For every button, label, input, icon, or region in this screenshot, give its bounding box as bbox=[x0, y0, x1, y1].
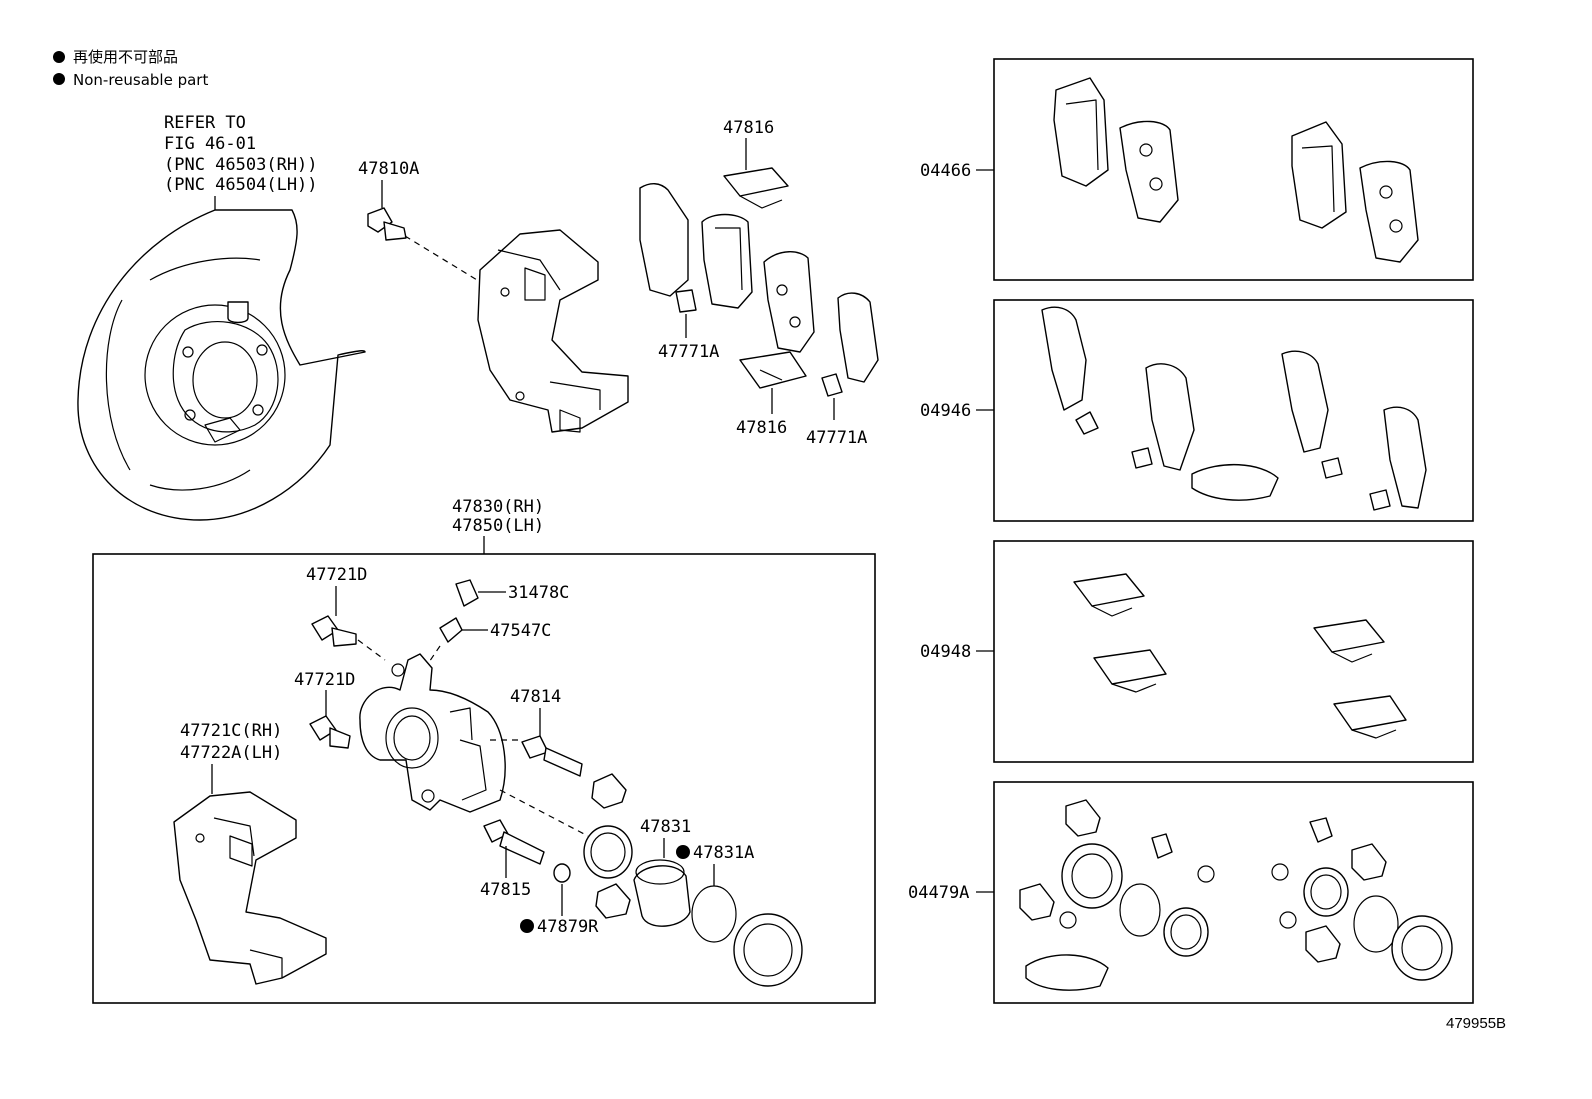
legend: 再使用不可部品 Non-reusable part bbox=[53, 48, 208, 89]
label-04948: 04948 bbox=[920, 642, 971, 662]
label-04479A: 04479A bbox=[908, 883, 969, 903]
label-47850: 47850(LH) bbox=[452, 516, 544, 536]
refer-line-3: (PNC 46503(RH)) bbox=[164, 155, 318, 175]
label-47771A-left: 47771A bbox=[658, 342, 719, 362]
label-47815: 47815 bbox=[480, 880, 531, 900]
label-47831A: 47831A bbox=[693, 843, 754, 863]
kit-box-04479A: 04479A bbox=[908, 781, 1474, 1004]
non-reusable-dot-icon bbox=[520, 919, 534, 933]
label-47816-bottom: 47816 bbox=[736, 418, 787, 438]
refer-line-1: REFER TO bbox=[164, 113, 246, 133]
refer-note: REFER TO FIG 46-01 (PNC 46503(RH)) (PNC … bbox=[164, 113, 318, 214]
part-47810A-bolt: 47810A bbox=[358, 159, 501, 295]
label-47814: 47814 bbox=[510, 687, 561, 707]
kit-box-04946: 04946 bbox=[920, 299, 1474, 522]
caliper-assembly-box: 47830(RH) 47850(LH) 47721D 31478C 47547C… bbox=[92, 497, 876, 1004]
label-47830: 47830(RH) bbox=[452, 497, 544, 517]
label-47721D-b: 47721D bbox=[294, 670, 355, 690]
kit-box-04948: 04948 bbox=[920, 540, 1474, 763]
legend-en: Non-reusable part bbox=[73, 71, 208, 89]
non-reusable-dot-icon bbox=[53, 51, 65, 63]
legend-jp: 再使用不可部品 bbox=[73, 48, 178, 66]
label-04466: 04466 bbox=[920, 161, 971, 181]
non-reusable-dot-icon bbox=[53, 73, 65, 85]
label-47816-top: 47816 bbox=[723, 118, 774, 138]
non-reusable-dot-icon bbox=[676, 845, 690, 859]
label-47810A: 47810A bbox=[358, 159, 419, 179]
label-47879R: 47879R bbox=[537, 917, 599, 937]
label-47547C: 47547C bbox=[490, 621, 551, 641]
label-47831: 47831 bbox=[640, 817, 691, 837]
caliper-mounting-bracket-top bbox=[477, 229, 629, 433]
illustration-code: 479955B bbox=[1446, 1015, 1506, 1032]
pad-shim-group-top: 47816 47771A 47816 47771A bbox=[639, 118, 879, 448]
kit-box-04466: 04466 bbox=[920, 58, 1474, 281]
label-04946: 04946 bbox=[920, 401, 971, 421]
caliper-body bbox=[359, 653, 506, 813]
label-47771A-right: 47771A bbox=[806, 428, 867, 448]
label-47722A: 47722A(LH) bbox=[180, 743, 282, 763]
dust-cover-plate bbox=[77, 209, 366, 521]
label-47721D-a: 47721D bbox=[306, 565, 367, 585]
label-47721C: 47721C(RH) bbox=[180, 721, 282, 741]
refer-line-2: FIG 46-01 bbox=[164, 134, 256, 154]
refer-line-4: (PNC 46504(LH)) bbox=[164, 175, 318, 195]
label-31478C: 31478C bbox=[508, 583, 569, 603]
